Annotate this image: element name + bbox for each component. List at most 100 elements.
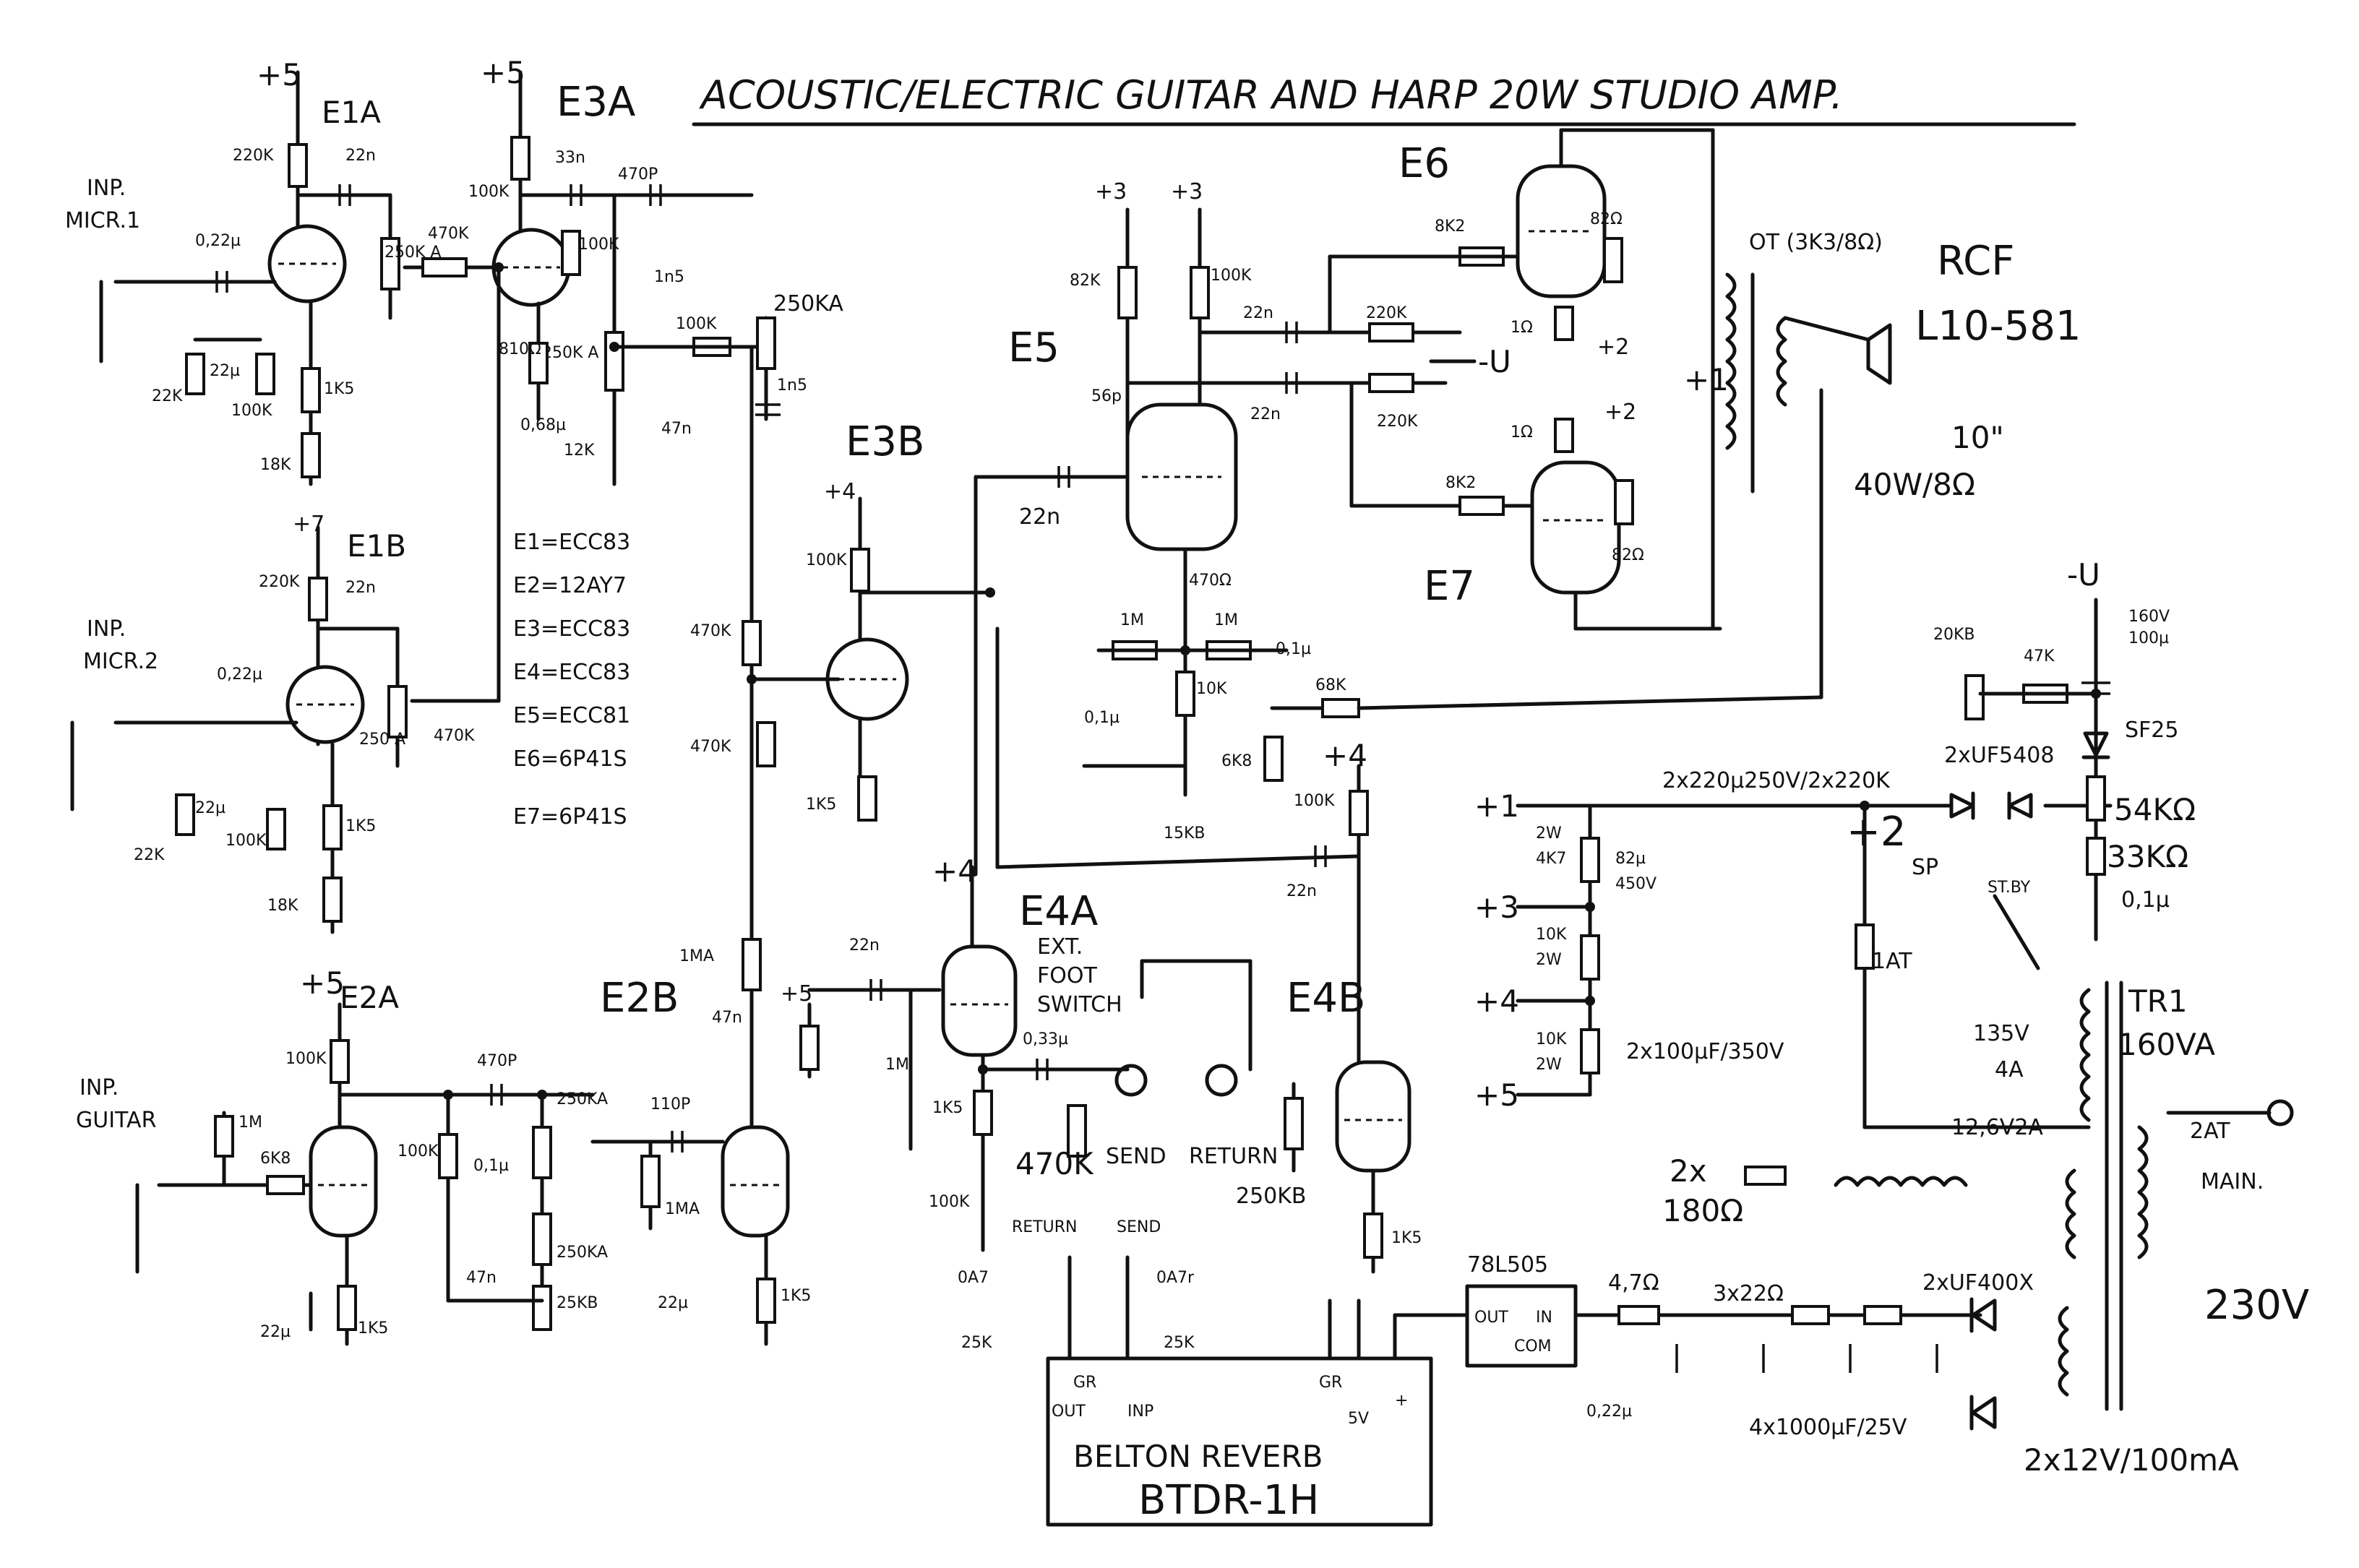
resistor-e1b-22k (175, 793, 195, 836)
diode-psu-c (1969, 1297, 1997, 1333)
val-reverb-send: SEND (1117, 1218, 1161, 1236)
val-psu-uf400x: 2xUF400X (1922, 1270, 2034, 1296)
resistor-e1a-plate (288, 143, 308, 188)
label-speaker-model: L10-581 (1915, 303, 2081, 350)
label-e3a: E3A (557, 79, 635, 126)
stage-e4b: E4B +4 100K 22n 250KB 1K5 (995, 626, 1422, 1274)
resistor-psu-22r-b (1863, 1305, 1902, 1325)
val-e1a-r1: 220K (233, 147, 274, 165)
val-psu-0-1u: 0,1µ (2121, 887, 2170, 913)
label-ot-tap: +1 (1684, 362, 1729, 397)
tr1-heater-winding (2065, 1168, 2076, 1259)
val-e5-82k: 82K (1070, 272, 1101, 290)
mains-connector-icon (2266, 1099, 2294, 1127)
pin-reverb-inp: INP (1127, 1403, 1153, 1421)
tube-list-e2: E2=12AY7 (513, 573, 627, 598)
rail-e1b: +7 (293, 512, 325, 537)
rail-e4a: +4 (932, 853, 977, 889)
val-psu-reg-in: IN (1536, 1309, 1552, 1327)
val-e5-100k: 100K (1211, 267, 1252, 285)
resistor-e4a-470k (1067, 1104, 1087, 1158)
resistor-e6-bias-b (1368, 373, 1414, 393)
rail-psu-neg-u: -U (2067, 557, 2100, 593)
val-e3a-r2: 100K (578, 236, 619, 254)
pot-e3a (604, 331, 624, 392)
label-reverb-name: BELTON REVERB (1073, 1439, 1323, 1474)
label-ext-1: EXT. (1037, 934, 1083, 960)
pin-reverb-5v: 5V (1348, 1410, 1369, 1428)
val-e5-c3: 22n (1019, 504, 1060, 530)
label-e2a: E2A (340, 980, 399, 1015)
rail-e3b: +4 (824, 479, 856, 504)
resistor-e6-82r (1603, 237, 1623, 283)
val-psu-10k-a: 10K (1536, 926, 1567, 944)
ot-secondary (1776, 316, 1787, 407)
val-reverb-return: RETURN (1012, 1218, 1077, 1236)
diode-psu-a (1949, 791, 1975, 820)
rail-e6-p2: +2 (1597, 335, 1629, 360)
resistor-e7-82r (1614, 479, 1634, 525)
val-e5-1m-b: 1M (1214, 611, 1238, 629)
val-e1b-pot: 250 A (359, 731, 405, 749)
pin-reverb-plus: + (1395, 1392, 1408, 1410)
val-psu-54k: 54KΩ (2114, 792, 2196, 827)
resistor-psu-4k7 (1580, 837, 1600, 883)
val-e7-1r: 1Ω (1511, 423, 1533, 441)
label-ot: OT (3K3/8Ω) (1749, 230, 1883, 255)
val-psu-450v: 450V (1615, 875, 1657, 893)
val-e2a-1m: 1M (239, 1113, 262, 1132)
pin-reverb-gr-a: GR (1073, 1374, 1096, 1392)
label-speaker-brand: RCF (1937, 238, 2014, 285)
val-e2a-25kb: 25KB (557, 1294, 598, 1312)
tube-e7 (1530, 460, 1621, 595)
val-psu-12v6: 12,6V2A (1951, 1115, 2043, 1140)
resistor-psu-22r-a (1791, 1305, 1830, 1325)
resistor-e3b-470k-b (756, 721, 776, 767)
stage-e2b: E2B 110P 1MA 1MA 47n 1K5 22µ +5 (590, 901, 820, 1346)
resistor-e3b-plate (850, 548, 870, 593)
resistor-e3b-cathode (857, 775, 877, 822)
val-e2a-22u: 22µ (260, 1323, 291, 1341)
val-e3b-r1: 100K (806, 551, 847, 569)
val-e2a-1k5: 1K5 (358, 1319, 388, 1337)
resistor-psu-10k-b (1580, 1028, 1600, 1074)
label-e7: E7 (1424, 563, 1475, 610)
label-e3b: E3B (846, 418, 924, 465)
val-e5-470r: 470Ω (1189, 572, 1232, 590)
label-input-guitar-b: GUITAR (76, 1108, 156, 1133)
val-e2a-47n: 47n (466, 1269, 497, 1287)
label-e2b: E2B (600, 975, 679, 1022)
rail-psu-p3: +3 (1474, 889, 1519, 925)
tube-e2b (721, 1125, 790, 1238)
val-e3a-c1: 33n (555, 149, 585, 167)
label-input-mic1: INP. (87, 176, 126, 201)
val-e1a-rk: 1K5 (324, 380, 354, 398)
val-psu-135v: 135V (1973, 1021, 2029, 1046)
label-input-mic1-b: MICR.1 (65, 208, 140, 233)
label-e5: E5 (1008, 324, 1060, 371)
val-e5-0-1u-b: 0,1µ (1084, 709, 1120, 727)
pot-e3a-vol (756, 316, 776, 370)
resistor-psu-4r7 (1617, 1305, 1660, 1325)
tr1-aux-winding (2058, 1306, 2069, 1397)
val-psu-main: MAIN. (2201, 1169, 2264, 1194)
val-e2b-22u: 22µ (658, 1294, 688, 1312)
val-e1b-22k: 22K (134, 846, 165, 864)
val-psu-1at: 1AT (1872, 949, 1912, 974)
diode-psu-d (1969, 1395, 1997, 1431)
val-psu-4a: 4A (1995, 1057, 2024, 1082)
tube-list-e3: E3=ECC83 (513, 616, 630, 642)
tube-e4a (941, 944, 1018, 1057)
val-e2b-1ma: 1MA (665, 1200, 700, 1218)
val-psu-20kb: 20KB (1933, 626, 1975, 644)
tube-list-e7: E7=6P41S (513, 804, 627, 830)
pot-e1b (387, 685, 408, 738)
tube-e1b (285, 665, 365, 744)
schematic-title: ACOUSTIC/ELECTRIC GUITAR AND HARP 20W ST… (699, 72, 1843, 118)
rail-e2a: +5 (300, 965, 345, 1001)
val-psu-standby: ST.BY (1988, 879, 2031, 897)
val-e1a-22k: 22K (152, 387, 183, 405)
val-e4a-1k5: 1K5 (932, 1099, 963, 1117)
val-e2b-1ma-b: 1MA (679, 947, 714, 965)
